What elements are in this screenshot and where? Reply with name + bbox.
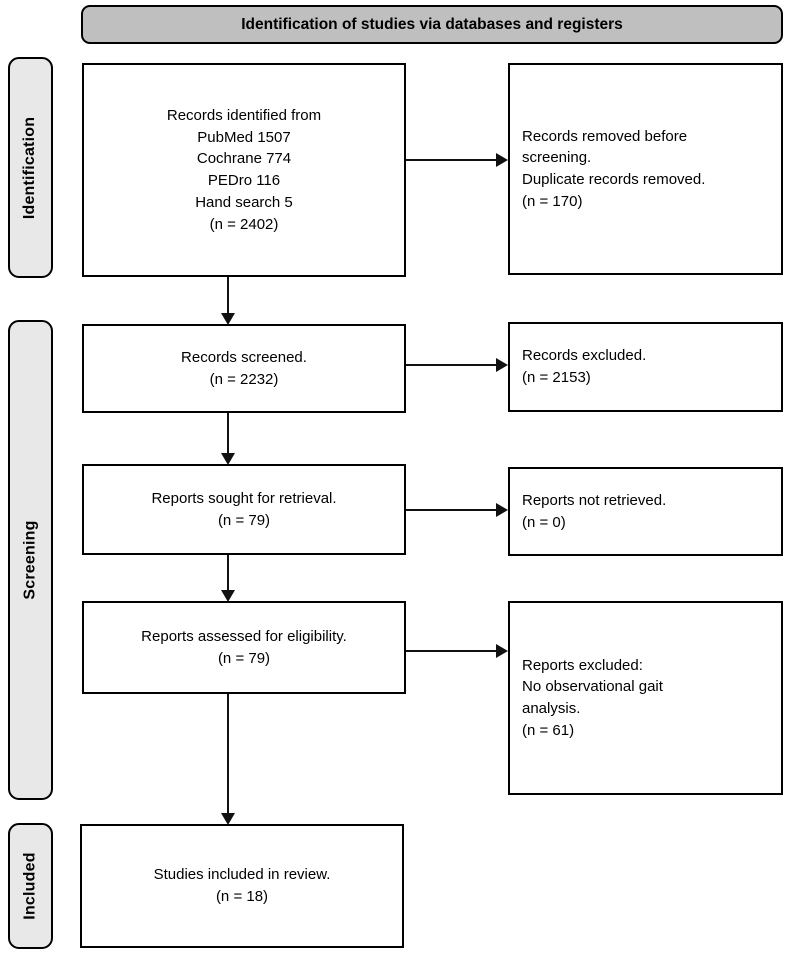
box-reports-sought-text: Reports sought for retrieval. (n = 79) [151, 489, 337, 529]
arrow-shaft [406, 159, 497, 161]
box-reports-not-retrieved: Reports not retrieved. (n = 0) [508, 467, 783, 556]
box-records-removed: Records removed before screening. Duplic… [508, 63, 783, 275]
arrow-shaft [406, 509, 497, 511]
arrow-sought-to-not-retrieved [406, 503, 508, 517]
arrow-head-down-icon [221, 590, 235, 602]
box-reports-assessed: Reports assessed for eligibility. (n = 7… [82, 601, 406, 694]
box-studies-included-text: Studies included in review. (n = 18) [153, 866, 331, 905]
arrow-head-down-icon [221, 453, 235, 465]
banner-title: Identification of studies via databases … [241, 15, 623, 33]
arrow-sought-to-assessed [221, 555, 235, 602]
arrow-shaft [406, 364, 497, 366]
arrow-identified-to-screened [221, 277, 235, 325]
box-records-identified-text: Records identified from PubMed 1507 Coch… [166, 106, 322, 233]
arrow-shaft [227, 555, 229, 591]
arrow-head-right-icon [496, 358, 508, 372]
box-records-screened: Records screened. (n = 2232) [82, 324, 406, 413]
stage-label-screening: Screening [8, 320, 53, 800]
arrow-head-down-icon [221, 313, 235, 325]
box-records-identified: Records identified from PubMed 1507 Coch… [82, 63, 406, 277]
box-reports-excluded-text: Reports excluded: No observational gait … [522, 656, 663, 739]
box-reports-excluded: Reports excluded: No observational gait … [508, 601, 783, 795]
arrow-head-right-icon [496, 503, 508, 517]
arrow-screened-to-excluded [406, 358, 508, 372]
stage-label-screening-text: Screening [21, 520, 39, 600]
stage-label-identification-text: Identification [21, 116, 39, 219]
box-records-removed-text: Records removed before screening. Duplic… [522, 127, 706, 210]
arrow-assessed-to-included [221, 694, 235, 825]
arrow-assessed-to-reports-excluded [406, 644, 508, 658]
stage-label-included: Included [8, 823, 53, 949]
box-reports-sought: Reports sought for retrieval. (n = 79) [82, 464, 406, 555]
box-reports-not-retrieved-text: Reports not retrieved. (n = 0) [522, 491, 667, 531]
arrow-head-down-icon [221, 813, 235, 825]
arrow-shaft [406, 650, 497, 652]
box-records-excluded: Records excluded. (n = 2153) [508, 322, 783, 412]
box-studies-included: Studies included in review. (n = 18) [80, 824, 404, 948]
box-records-excluded-text: Records excluded. (n = 2153) [522, 347, 647, 386]
arrow-shaft [227, 413, 229, 454]
arrow-screened-to-sought [221, 413, 235, 465]
arrow-identified-to-removed [406, 153, 508, 167]
stage-label-included-text: Included [21, 852, 39, 920]
box-records-screened-text: Records screened. (n = 2232) [181, 348, 307, 388]
arrow-head-right-icon [496, 153, 508, 167]
arrow-shaft [227, 277, 229, 314]
banner-identification-via-databases: Identification of studies via databases … [81, 5, 783, 44]
stage-label-identification: Identification [8, 57, 53, 278]
arrow-head-right-icon [496, 644, 508, 658]
arrow-shaft [227, 694, 229, 814]
box-reports-assessed-text: Reports assessed for eligibility. (n = 7… [141, 627, 347, 667]
